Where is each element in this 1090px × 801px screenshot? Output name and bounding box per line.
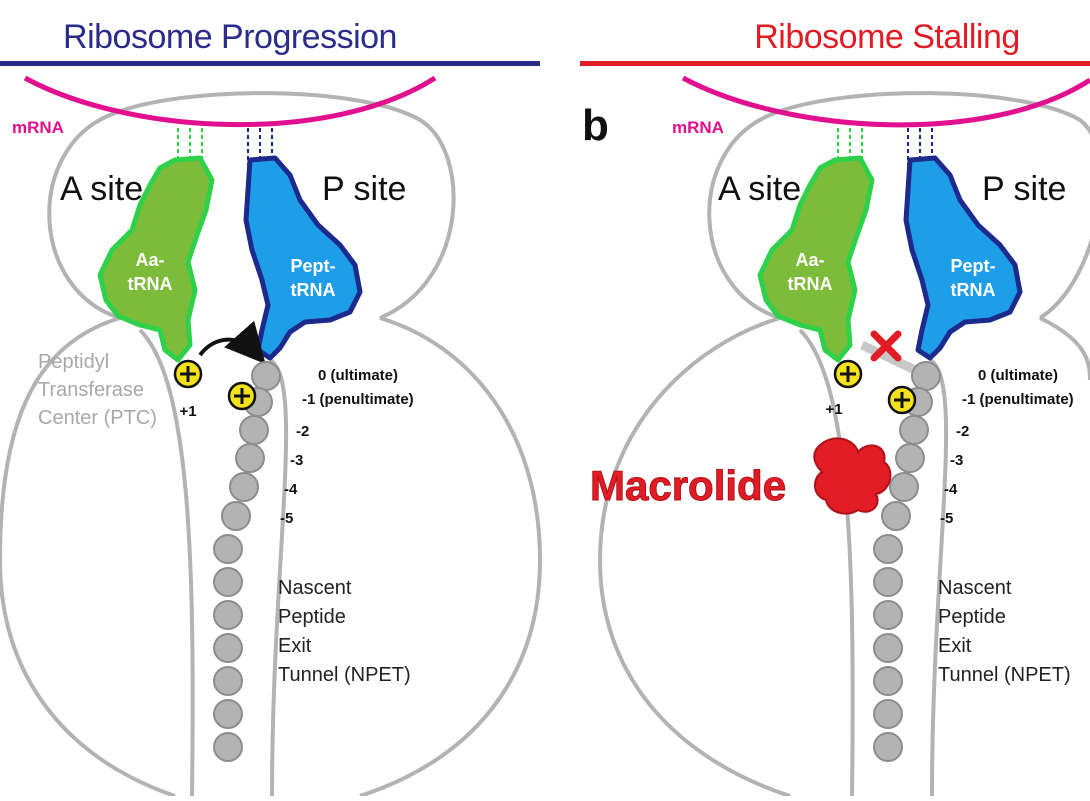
- aa-trna-label-1: Aa-: [795, 250, 824, 270]
- tunnel-label-2: Peptide: [278, 606, 346, 628]
- aa-trna-label-2: tRNA: [128, 274, 173, 294]
- pept-trna-label-1: Pept-: [951, 256, 996, 276]
- tunnel-label-3: Exit: [278, 635, 312, 657]
- mrna-strand: [23, 75, 437, 127]
- p-site-label: P site: [982, 170, 1066, 208]
- position-label: -3: [950, 452, 963, 469]
- tunnel-label-2: Peptide: [938, 606, 1006, 628]
- mrna-label: mRNA: [12, 118, 64, 137]
- plus-one-label: +1: [179, 403, 196, 420]
- panel-progression: Ribosome Progression mRNA A site: [0, 18, 543, 798]
- curved-arrow-icon: [198, 320, 266, 364]
- ptc-label-2: Transferase: [38, 379, 144, 401]
- ptc-label-1: Peptidyl: [38, 351, 109, 373]
- plus-charge-icon: [227, 381, 257, 411]
- position-label: -5: [940, 510, 953, 527]
- title-underline: [0, 61, 540, 66]
- position-label: -1 (penultimate): [302, 391, 414, 408]
- aa-trna-shape: [757, 155, 875, 363]
- position-label: 0 (ultimate): [318, 367, 398, 384]
- red-x-icon: [870, 330, 902, 362]
- panel-title: Ribosome Stalling: [754, 18, 1020, 56]
- position-label: -2: [296, 423, 309, 440]
- tunnel-label-1: Nascent: [938, 577, 1012, 599]
- peptide-chain: [873, 361, 941, 762]
- position-label: -3: [290, 452, 303, 469]
- tunnel-label-1: Nascent: [278, 577, 352, 599]
- plus-one-label: +1: [825, 401, 842, 418]
- tunnel-label-4: Tunnel (NPET): [938, 664, 1071, 686]
- aa-trna-label-1: Aa-: [135, 250, 164, 270]
- mrna-strand: [681, 75, 1090, 128]
- pept-trna-label-1: Pept-: [291, 256, 336, 276]
- mrna-label: mRNA: [672, 118, 724, 137]
- panel-title: Ribosome Progression: [63, 18, 397, 56]
- plus-charge-icon: [173, 359, 203, 389]
- a-site-label: A site: [718, 170, 801, 208]
- panel-stalling: Ribosome Stalling b mRNA A site P site A…: [580, 18, 1090, 798]
- pept-trna-shape: [903, 155, 1023, 361]
- a-site-label: A site: [60, 170, 143, 208]
- peptide-chain: [213, 361, 281, 762]
- position-label: -5: [280, 510, 293, 527]
- blocked-bond: [860, 340, 917, 375]
- title-underline: [580, 61, 1090, 66]
- tunnel-label-4: Tunnel (NPET): [278, 664, 411, 686]
- tunnel-label-3: Exit: [938, 635, 972, 657]
- position-label: -4: [944, 481, 958, 498]
- position-label: -2: [956, 423, 969, 440]
- ptc-label-3: Center (PTC): [38, 407, 157, 429]
- position-label: -4: [284, 481, 298, 498]
- pept-trna-label-2: tRNA: [291, 280, 336, 300]
- aa-trna-label-2: tRNA: [788, 274, 833, 294]
- plus-charge-icon: [833, 359, 863, 389]
- panel-letter: b: [582, 101, 609, 150]
- aa-trna-shape: [97, 155, 215, 363]
- pept-trna-label-2: tRNA: [951, 280, 996, 300]
- position-label: 0 (ultimate): [978, 367, 1058, 384]
- macrolide-label: Macrolide: [590, 462, 786, 509]
- macrolide-shape: [813, 437, 892, 515]
- plus-charge-icon: [887, 385, 917, 415]
- p-site-label: P site: [322, 170, 406, 208]
- pept-trna-shape: [243, 155, 363, 361]
- position-label: -1 (penultimate): [962, 391, 1074, 408]
